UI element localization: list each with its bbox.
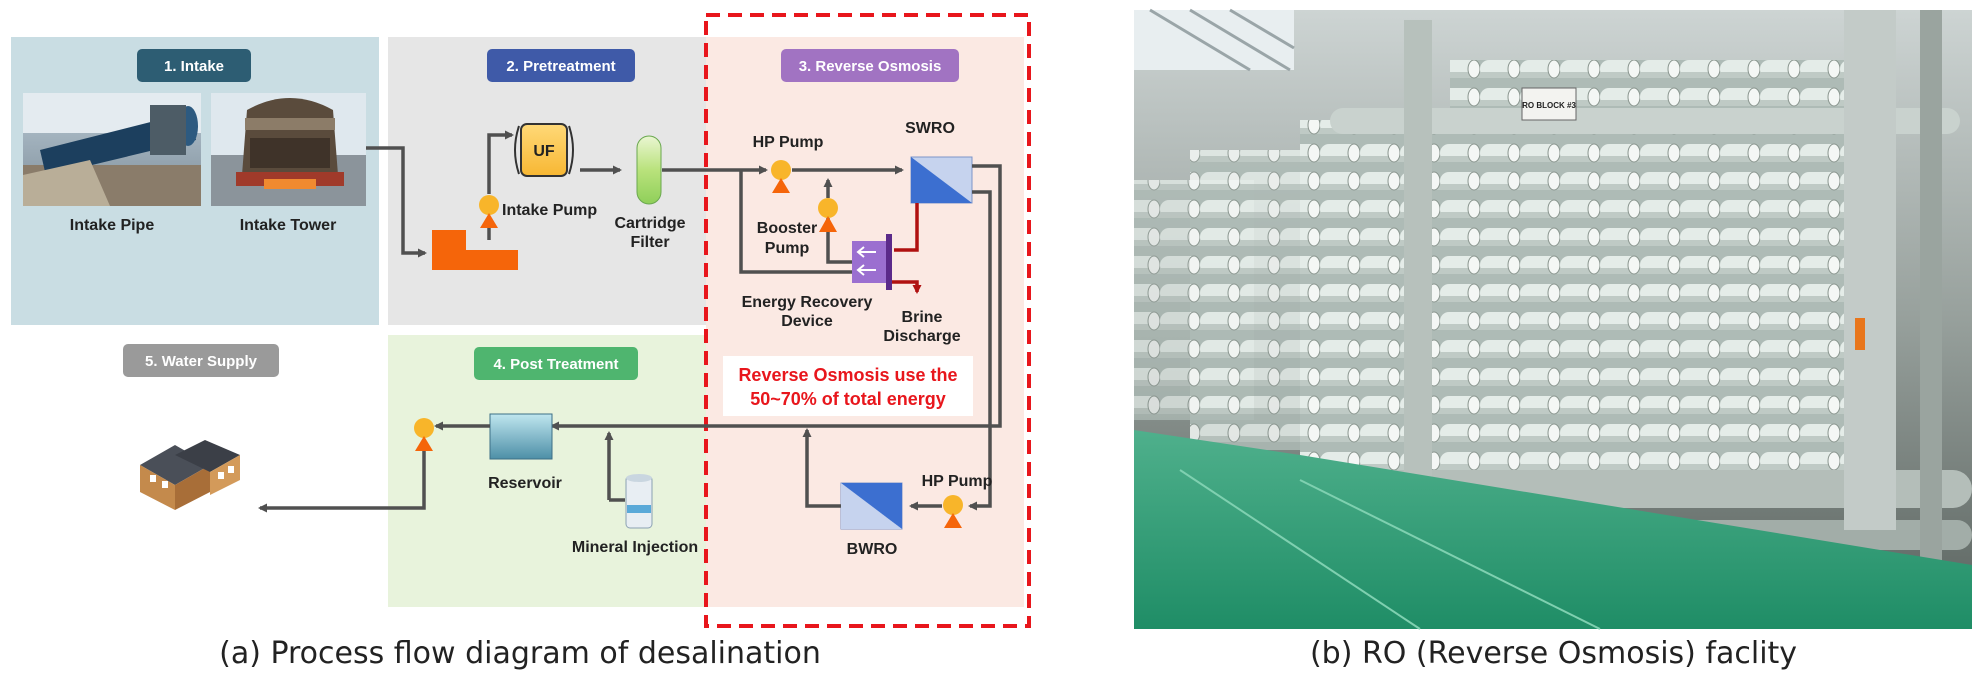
mineral-tank-icon [625, 474, 653, 529]
tab-intake [137, 49, 251, 82]
ro-block-sign: RO BLOCK #3 [1522, 101, 1576, 110]
tab-pretreatment [487, 49, 635, 82]
energy-note-line2: 50~70% of total energy [750, 389, 946, 409]
swro-label: SWRO [905, 120, 955, 137]
bwro-label: BWRO [847, 541, 898, 558]
bwro-membrane-icon [840, 482, 903, 530]
ro-facility-photo: RO BLOCK #3 [1134, 8, 1972, 630]
tab-post-treatment [474, 347, 638, 380]
caption-process-flow: (a) Process flow diagram of desalination [219, 636, 821, 671]
energy-recovery-label-line2: Device [781, 313, 833, 330]
brine-discharge-label-line2: Discharge [883, 328, 960, 345]
mineral-injection-label: Mineral Injection [572, 539, 698, 556]
post-treatment-panel [388, 335, 706, 607]
booster-pump-label-line1: Booster [757, 220, 817, 237]
intake-tower-label: Intake Tower [240, 217, 337, 234]
intake-tower-photo [211, 93, 366, 206]
hp-pump-bottom-icon [943, 495, 963, 528]
intake-basin-icon [432, 230, 518, 270]
cartridge-filter-label-line2: Filter [630, 234, 669, 251]
reverse-osmosis-highlight-border [704, 13, 1031, 628]
hp-pump-top-icon [771, 160, 791, 193]
caption-ro-facility: (b) RO (Reverse Osmosis) faclity [1309, 636, 1798, 671]
supply-pump-icon [414, 418, 434, 451]
cartridge-filter-label-line1: Cartridge [614, 215, 685, 232]
intake-pump-label: Intake Pump [502, 202, 597, 219]
swro-membrane-icon [910, 156, 973, 204]
cartridge-filter-icon [636, 135, 662, 205]
reservoir-icon [489, 413, 553, 460]
house-icon [140, 440, 240, 510]
energy-note-line1: Reverse Osmosis use the [738, 365, 957, 385]
tab-pretreatment-label: 2. Pretreatment [506, 58, 615, 75]
booster-pump-icon [818, 198, 838, 232]
tab-reverse-osmosis-label: 3. Reverse Osmosis [799, 58, 942, 75]
uf-module-icon [514, 123, 574, 177]
energy-recovery-label-line1: Energy Recovery [742, 294, 873, 311]
tab-reverse-osmosis [781, 49, 959, 82]
hp-pump-bottom-label: HP Pump [922, 473, 993, 490]
tab-water-supply-label: 5. Water Supply [145, 353, 258, 370]
tab-post-treatment-label: 4. Post Treatment [493, 356, 618, 373]
brine-discharge-label-line1: Brine [902, 309, 943, 326]
hp-pump-top-label: HP Pump [753, 134, 824, 151]
energy-note-box [723, 356, 973, 416]
energy-recovery-icon [852, 234, 892, 290]
uf-label: UF [533, 143, 555, 160]
intake-pipe-photo [23, 93, 201, 206]
reservoir-label: Reservoir [488, 475, 562, 492]
tab-intake-label: 1. Intake [164, 58, 224, 75]
intake-pipe-label: Intake Pipe [70, 217, 155, 234]
intake-pump-icon [479, 195, 499, 228]
tab-water-supply [123, 344, 279, 377]
booster-pump-label-line2: Pump [765, 240, 810, 257]
